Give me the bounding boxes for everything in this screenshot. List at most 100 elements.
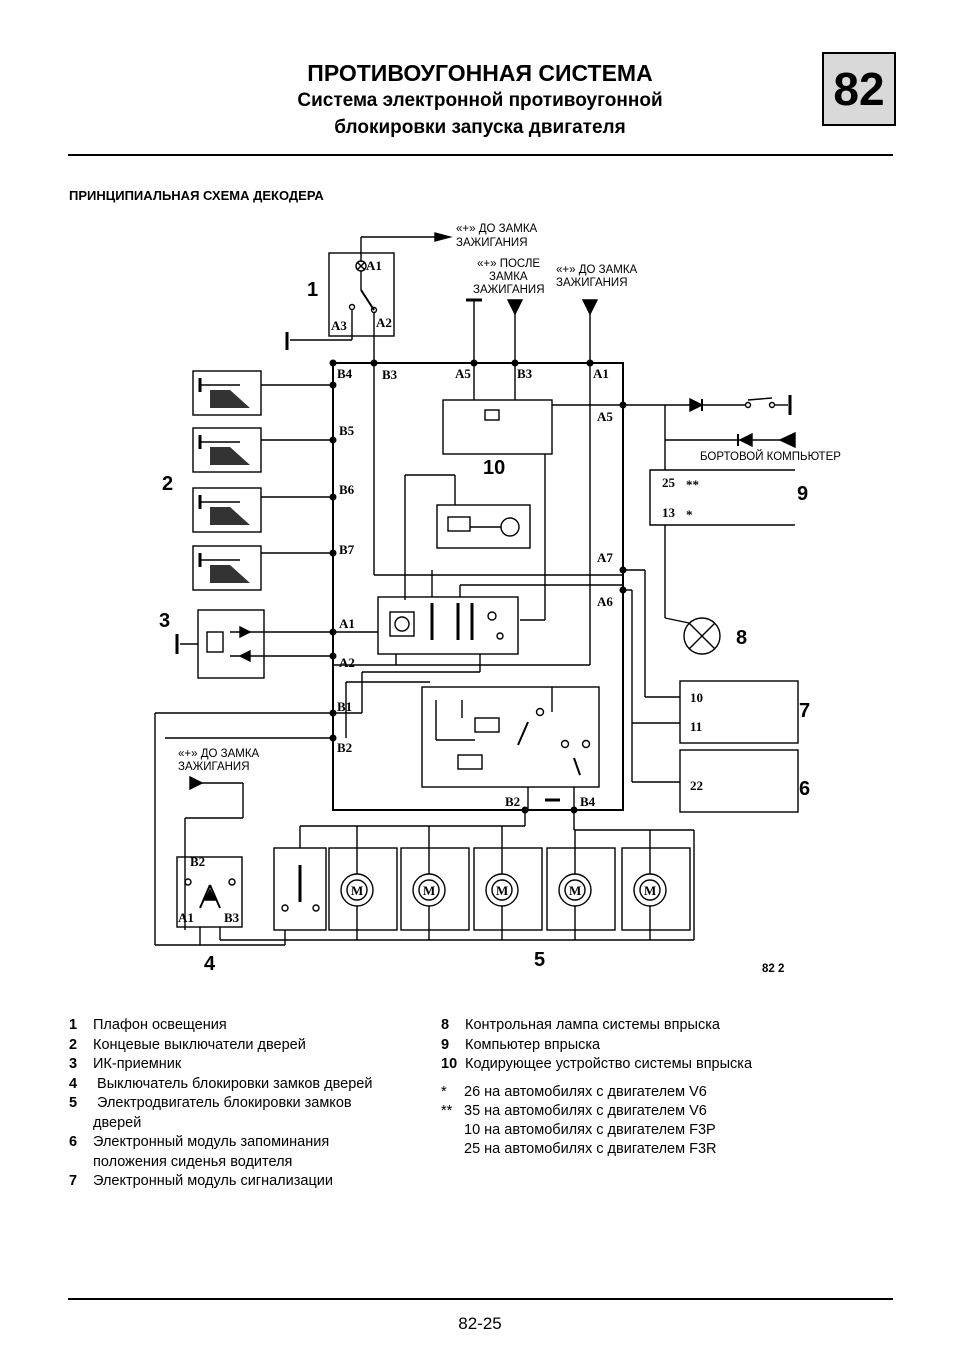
component-7-label: 7 <box>799 700 810 722</box>
terminal-25: 25 <box>662 475 676 490</box>
component-3-label: 3 <box>159 610 170 632</box>
terminal-25-note: ** <box>686 477 699 492</box>
terminal-22: 22 <box>690 778 703 793</box>
terminal-13: 13 <box>662 505 676 520</box>
ignition-label-2: ЗАЖИГАНИЯ <box>456 237 528 249</box>
ignition-label-3: «+» ДО ЗАМКА <box>556 264 638 276</box>
page-title: ПРОТИВОУГОННАЯ СИСТЕМА <box>307 60 653 86</box>
pin-b3-top: B3 <box>517 366 533 381</box>
component-8-label: 8 <box>736 627 747 649</box>
motor-label: M <box>644 883 656 898</box>
pin-a7: A7 <box>597 550 613 565</box>
after-lock-label-3: ЗАЖИГАНИЯ <box>473 284 545 296</box>
pin-a1-top: A1 <box>593 366 609 381</box>
section-title: ПРИНЦИПИАЛЬНАЯ СХЕМА ДЕКОДЕРА <box>69 188 324 203</box>
lock-switch-box <box>176 856 243 928</box>
pin-b2: B2 <box>337 740 352 755</box>
ignition-label-4: ЗАЖИГАНИЯ <box>556 277 628 289</box>
header-rule <box>68 154 893 156</box>
supply-arrow-icon <box>189 775 204 791</box>
pin-b4: B4 <box>337 366 353 381</box>
onboard-computer-label: БОРТОВОЙ КОМПЬЮТЕР <box>700 450 841 463</box>
supply-arrow-icon <box>434 232 453 242</box>
footer-rule <box>68 1298 893 1300</box>
after-lock-label-2: ЗАМКА <box>489 271 528 283</box>
footnote: *26 на автомобилях с двигателем V6 <box>441 1084 707 1100</box>
motor-label: M <box>496 883 508 898</box>
pin-b6: B6 <box>339 482 355 497</box>
ir-receiver-box <box>197 609 265 679</box>
motor-group <box>328 826 691 940</box>
page-subtitle-line2: блокировки запуска двигателя <box>334 117 626 138</box>
pin-a1: A1 <box>339 616 355 631</box>
legend-item: 4 Выключатель блокировки замков дверей <box>69 1075 373 1092</box>
ignition-label-5: «+» ДО ЗАМКА <box>178 748 260 760</box>
component-6-label: 6 <box>799 778 810 800</box>
component-1-label: 1 <box>307 279 318 301</box>
pin-b2-switch: B2 <box>190 854 205 869</box>
pin-a5-top: A5 <box>455 366 471 381</box>
pin-b3-switch: B3 <box>224 910 240 925</box>
pin-a3: A3 <box>331 318 347 333</box>
pin-a1-switch: A1 <box>178 910 194 925</box>
coding-unit-box <box>442 399 553 455</box>
pin-a6: A6 <box>597 594 613 609</box>
pin-a5: A5 <box>597 409 613 424</box>
component-2-label: 2 <box>162 473 173 495</box>
central-module <box>377 596 519 655</box>
pin-b3: B3 <box>382 367 398 382</box>
component-5-label: 5 <box>534 949 545 971</box>
motor-label: M <box>423 883 435 898</box>
figure-code: 82 2 <box>762 963 784 975</box>
relay-box <box>421 686 600 788</box>
pin-a2-lamp: A2 <box>376 315 392 330</box>
ignition-label-1: «+» ДО ЗАМКА <box>456 223 538 235</box>
pin-b4-bottom: B4 <box>580 794 596 809</box>
onboard-computer-arrow-icon <box>778 431 796 449</box>
injection-computer-box <box>649 469 795 526</box>
terminal-13-note: * <box>686 507 693 522</box>
footnote: **35 на автомобилях с двигателем V6 <box>441 1103 707 1119</box>
supply-arrow-icon <box>581 299 599 316</box>
component-9-label: 9 <box>797 483 808 505</box>
after-lock-label-1: «+» ПОСЛЕ <box>477 258 540 270</box>
pin-b5: B5 <box>339 423 355 438</box>
motor-label: M <box>569 883 581 898</box>
motor-label: M <box>351 883 363 898</box>
pin-b1: B1 <box>337 699 352 714</box>
decoder-box <box>332 362 624 811</box>
seat-memory-module-box <box>679 749 799 813</box>
pin-a2: A2 <box>339 655 355 670</box>
footnote: 10 на автомобилях с двигателем F3P <box>464 1122 716 1138</box>
alarm-module-box <box>679 680 799 744</box>
wiring-diagram: «+» ДО ЗАМКА ЗАЖИГАНИЯ «+» ПОСЛЕ ЗАМКА З… <box>154 223 841 975</box>
legend-item: 5 Электродвигатель блокировки замков две… <box>69 1095 356 1131</box>
warning-lamp-icon <box>683 617 721 655</box>
lock-contact-box <box>273 847 327 931</box>
component-4-label: 4 <box>204 953 216 975</box>
component-10-label: 10 <box>483 457 505 479</box>
footnotes: *26 на автомобилях с двигателем V6 **35 … <box>441 1083 717 1159</box>
ignition-label-6: ЗАЖИГАНИЯ <box>178 761 250 773</box>
page-number: 82-25 <box>458 1314 502 1333</box>
pin-a1-lamp: A1 <box>366 258 382 273</box>
page-subtitle-line1: Система электронной противоугонной <box>297 90 663 111</box>
terminal-11: 11 <box>690 719 702 734</box>
supply-arrow-icon <box>506 299 524 316</box>
footnote: 25 на автомобилях с двигателем F3R <box>464 1141 717 1157</box>
terminal-10: 10 <box>690 690 703 705</box>
pin-b2-bottom: B2 <box>505 794 520 809</box>
chapter-badge: 82 <box>822 52 896 126</box>
pin-b7: B7 <box>339 542 355 557</box>
